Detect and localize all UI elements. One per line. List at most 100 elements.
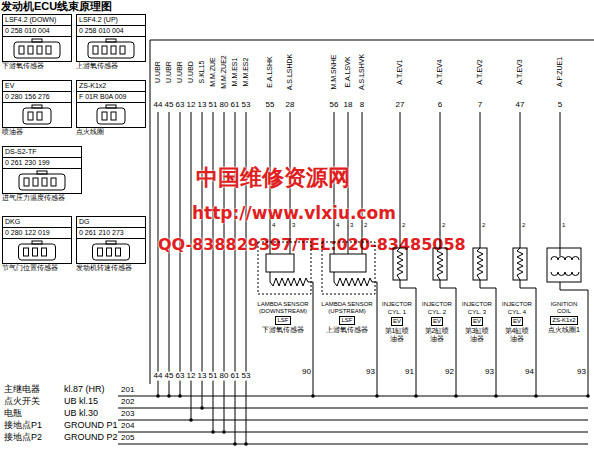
supply-wire bbox=[118, 408, 588, 409]
connector-box: LSF4.2 (DOWN)0 258 010 004下游氧传感器 bbox=[2, 14, 72, 62]
connector-icon bbox=[77, 103, 145, 127]
pin-number: 93 bbox=[485, 368, 494, 377]
connector-pin bbox=[33, 178, 38, 186]
connector-icon-area bbox=[77, 239, 145, 263]
pin-number: 55 bbox=[265, 101, 276, 110]
pin-number: 2 bbox=[402, 222, 405, 229]
component-symbol bbox=[543, 238, 591, 298]
junction-dot bbox=[200, 406, 204, 410]
signal-wire bbox=[588, 298, 589, 396]
junction-dot bbox=[311, 394, 315, 398]
signal-wire bbox=[496, 298, 497, 396]
pin-number: 6 bbox=[437, 101, 443, 110]
pin-number: 44 bbox=[153, 101, 164, 110]
junction-dot bbox=[244, 442, 248, 446]
connector-pin bbox=[33, 248, 38, 256]
line-number: 203 bbox=[121, 410, 134, 419]
pin-number: 7 bbox=[477, 101, 483, 110]
junction-dot bbox=[156, 394, 160, 398]
connector-icon-area bbox=[77, 37, 145, 61]
junction-dot bbox=[211, 430, 215, 434]
pin-number: 51 bbox=[208, 101, 219, 110]
signal-wire bbox=[560, 112, 561, 238]
pin-number: 44 bbox=[153, 372, 164, 381]
junction-dot bbox=[454, 394, 458, 398]
pin-number: 47 bbox=[515, 101, 526, 110]
component-symbol bbox=[421, 238, 459, 298]
component-code: EV bbox=[391, 317, 403, 326]
signal-wire bbox=[377, 298, 378, 396]
component-name: 第4缸喷油器 bbox=[502, 327, 532, 343]
pin-number: 2 bbox=[442, 222, 445, 229]
component-code: EV bbox=[511, 317, 523, 326]
supply-name: 电瓶 bbox=[4, 409, 22, 419]
component-label: CYL. 1 bbox=[388, 309, 406, 316]
symbol-stroke bbox=[400, 280, 416, 298]
connector-latch bbox=[106, 39, 116, 42]
symbol-stroke bbox=[560, 282, 588, 298]
signal-wire bbox=[456, 298, 457, 396]
junction-dot bbox=[534, 394, 538, 398]
component-code: EV bbox=[431, 317, 443, 326]
signal-wire bbox=[213, 112, 214, 432]
junction-dot bbox=[414, 394, 418, 398]
component-label: INJECTOR bbox=[502, 301, 532, 308]
diagram-title: 发动机ECU线束原理图 bbox=[1, 0, 112, 12]
terminal-name: UB kl.15 bbox=[64, 397, 98, 407]
signal-wire bbox=[400, 112, 401, 238]
connector-pin bbox=[24, 248, 29, 256]
connector-latch bbox=[32, 241, 42, 244]
component-name: 点火线圈1 bbox=[548, 326, 580, 334]
signal-wire bbox=[246, 112, 247, 444]
connector-pin bbox=[116, 248, 121, 256]
connector-pin bbox=[111, 46, 116, 54]
signal-wire bbox=[480, 112, 481, 238]
connector-type: DS-S2-TF bbox=[3, 147, 81, 158]
supply-name: 接地点P2 bbox=[4, 433, 42, 443]
component-code: LSF bbox=[275, 316, 290, 325]
pin-number: 93 bbox=[577, 368, 586, 377]
connector-pin bbox=[93, 46, 98, 54]
pin-number: 13 bbox=[197, 372, 208, 381]
symbol-stroke bbox=[440, 238, 441, 248]
pin-number: 27 bbox=[395, 101, 406, 110]
component-label: LAMBDA SENSOR (UPSTREAM) bbox=[321, 301, 373, 315]
component-box: INJECTORCYL. 2EV第2缸喷油器 bbox=[421, 238, 459, 346]
component-label: CYL. 2 bbox=[428, 309, 446, 316]
pin-number: 94 bbox=[525, 368, 534, 377]
watermark: 中国维修资源网 bbox=[196, 166, 350, 190]
symbol-stroke bbox=[477, 248, 483, 280]
pin-number: 2 bbox=[482, 222, 485, 229]
signal-wire bbox=[158, 112, 159, 396]
symbol-stroke bbox=[520, 280, 536, 298]
pin-number: 51 bbox=[208, 372, 219, 381]
symbol-stroke bbox=[348, 238, 349, 254]
pin-number: 63 bbox=[175, 372, 186, 381]
pin-number: 4 bbox=[336, 222, 339, 229]
sensor-name: 下游氧传感器 bbox=[2, 62, 44, 70]
connector-box: LSF4.2 (UP)0 258 010 004上游氧传感器 bbox=[76, 14, 146, 62]
component-box: LAMBDA SENSOR (DOWNSTREAM)LSF下游氧传感器 bbox=[256, 238, 316, 337]
watermark: http://www.vlxiu.com bbox=[192, 204, 396, 223]
sensor-name: 点火线圈 bbox=[76, 128, 104, 136]
connector-pin bbox=[102, 46, 107, 54]
injector-body bbox=[513, 248, 527, 280]
component-symbol bbox=[461, 238, 499, 298]
connector-latch bbox=[32, 39, 42, 42]
supply-wire bbox=[118, 444, 588, 445]
signal-name: A.T.EV1 bbox=[396, 59, 404, 84]
connector-box: DG0 261 210 273发动机转速传感器 bbox=[76, 216, 146, 264]
pin-number: 53 bbox=[241, 101, 252, 110]
pin-number: 4 bbox=[272, 222, 275, 229]
connector-type: ZS-K1x2 bbox=[77, 81, 145, 92]
connector-shell bbox=[23, 108, 51, 124]
symbol-stroke bbox=[362, 238, 363, 254]
part-number: 0 280 156 276 bbox=[3, 92, 71, 103]
component-box: INJECTORCYL. 4EV第4缸喷油器 bbox=[501, 238, 539, 346]
part-number: 0 258 010 004 bbox=[3, 26, 71, 37]
supply-wire bbox=[118, 396, 588, 397]
connector-latch bbox=[106, 105, 116, 108]
signal-name: A.T.EV3 bbox=[516, 59, 524, 84]
pin-number: 53 bbox=[241, 372, 252, 381]
injector-body bbox=[393, 248, 407, 280]
